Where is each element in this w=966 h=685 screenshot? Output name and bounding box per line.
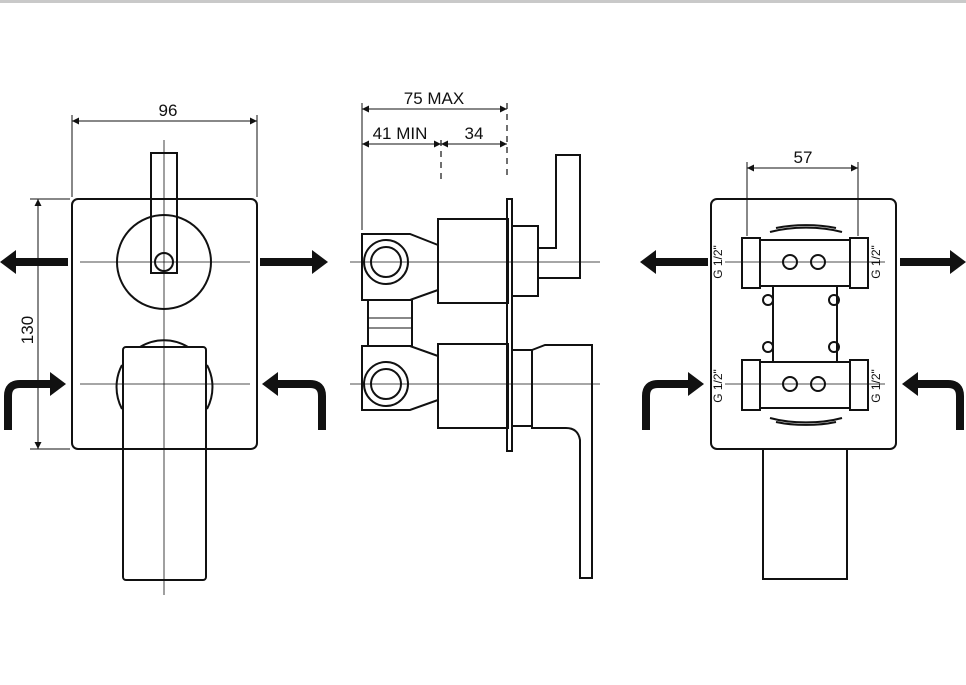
- dim-41min-label: 41 MIN: [373, 124, 428, 143]
- thread-label-top-right: G 1/2": [869, 245, 883, 279]
- front-plate: [71, 198, 258, 450]
- dim-75max-label: 75 MAX: [404, 89, 464, 108]
- mixer-lever: [122, 346, 207, 581]
- thread-label-bottom-right: G 1/2": [869, 369, 883, 403]
- outlet-arrow-left: [0, 250, 68, 274]
- side-upper-connector: [361, 233, 439, 301]
- side-upper-cap: [511, 225, 539, 297]
- inlet-arrow-right: [262, 372, 326, 430]
- rear-port-top-right: [849, 237, 869, 289]
- rear-housing-bottom-arc-inner: [775, 421, 837, 426]
- side-wall-plate: [506, 198, 513, 452]
- rear-housing-bottom-arc: [769, 417, 843, 424]
- rear-screw-3: [762, 341, 774, 353]
- rear-port-bottom-right: [849, 359, 869, 411]
- cartridge-arc-left: [115, 364, 123, 410]
- rear-outlet-arrow-left: [640, 250, 708, 274]
- rear-screw-4: [828, 341, 840, 353]
- thread-label-top-left: G 1/2": [711, 245, 725, 279]
- side-diverter-lever: [538, 154, 581, 279]
- rear-center-block: [772, 285, 838, 363]
- rear-port-top-left: [741, 237, 761, 289]
- side-lower-cap: [511, 349, 533, 427]
- rear-inlet-arrow-left: [642, 372, 704, 430]
- dim-130-label: 130: [18, 316, 37, 344]
- rear-housing-top-arc: [769, 226, 843, 233]
- rear-view: 57 G 1/2" G 1/2" G 1/2" G 1/2": [640, 148, 966, 580]
- side-mixer-lever: [531, 344, 593, 579]
- rear-screw-1: [762, 294, 774, 306]
- side-view: 75 MAX 41 MIN 34: [350, 89, 600, 579]
- side-bridge: [367, 299, 413, 347]
- cartridge-arc-right: [206, 364, 214, 410]
- rear-port-bottom-left: [741, 359, 761, 411]
- rear-plate: [710, 198, 897, 450]
- rear-inlet-arrow-right: [902, 372, 964, 430]
- inlet-arrow-left: [4, 372, 66, 430]
- dim-57-label: 57: [794, 148, 813, 167]
- thread-label-bottom-left: G 1/2": [711, 369, 725, 403]
- rear-outlet-arrow-right: [900, 250, 966, 274]
- dim-96-label: 96: [159, 101, 178, 120]
- outlet-arrow-right: [260, 250, 328, 274]
- side-upper-body: [437, 218, 509, 304]
- rear-lever-stub: [762, 448, 848, 580]
- top-border: [0, 0, 966, 3]
- rear-housing-top-arc-inner: [775, 224, 837, 229]
- rear-lower-block: [759, 361, 851, 409]
- rear-upper-block: [759, 239, 851, 287]
- side-lower-body: [437, 343, 509, 429]
- rear-screw-2: [828, 294, 840, 306]
- dim-34-label: 34: [465, 124, 484, 143]
- front-view: 96 130: [0, 101, 328, 595]
